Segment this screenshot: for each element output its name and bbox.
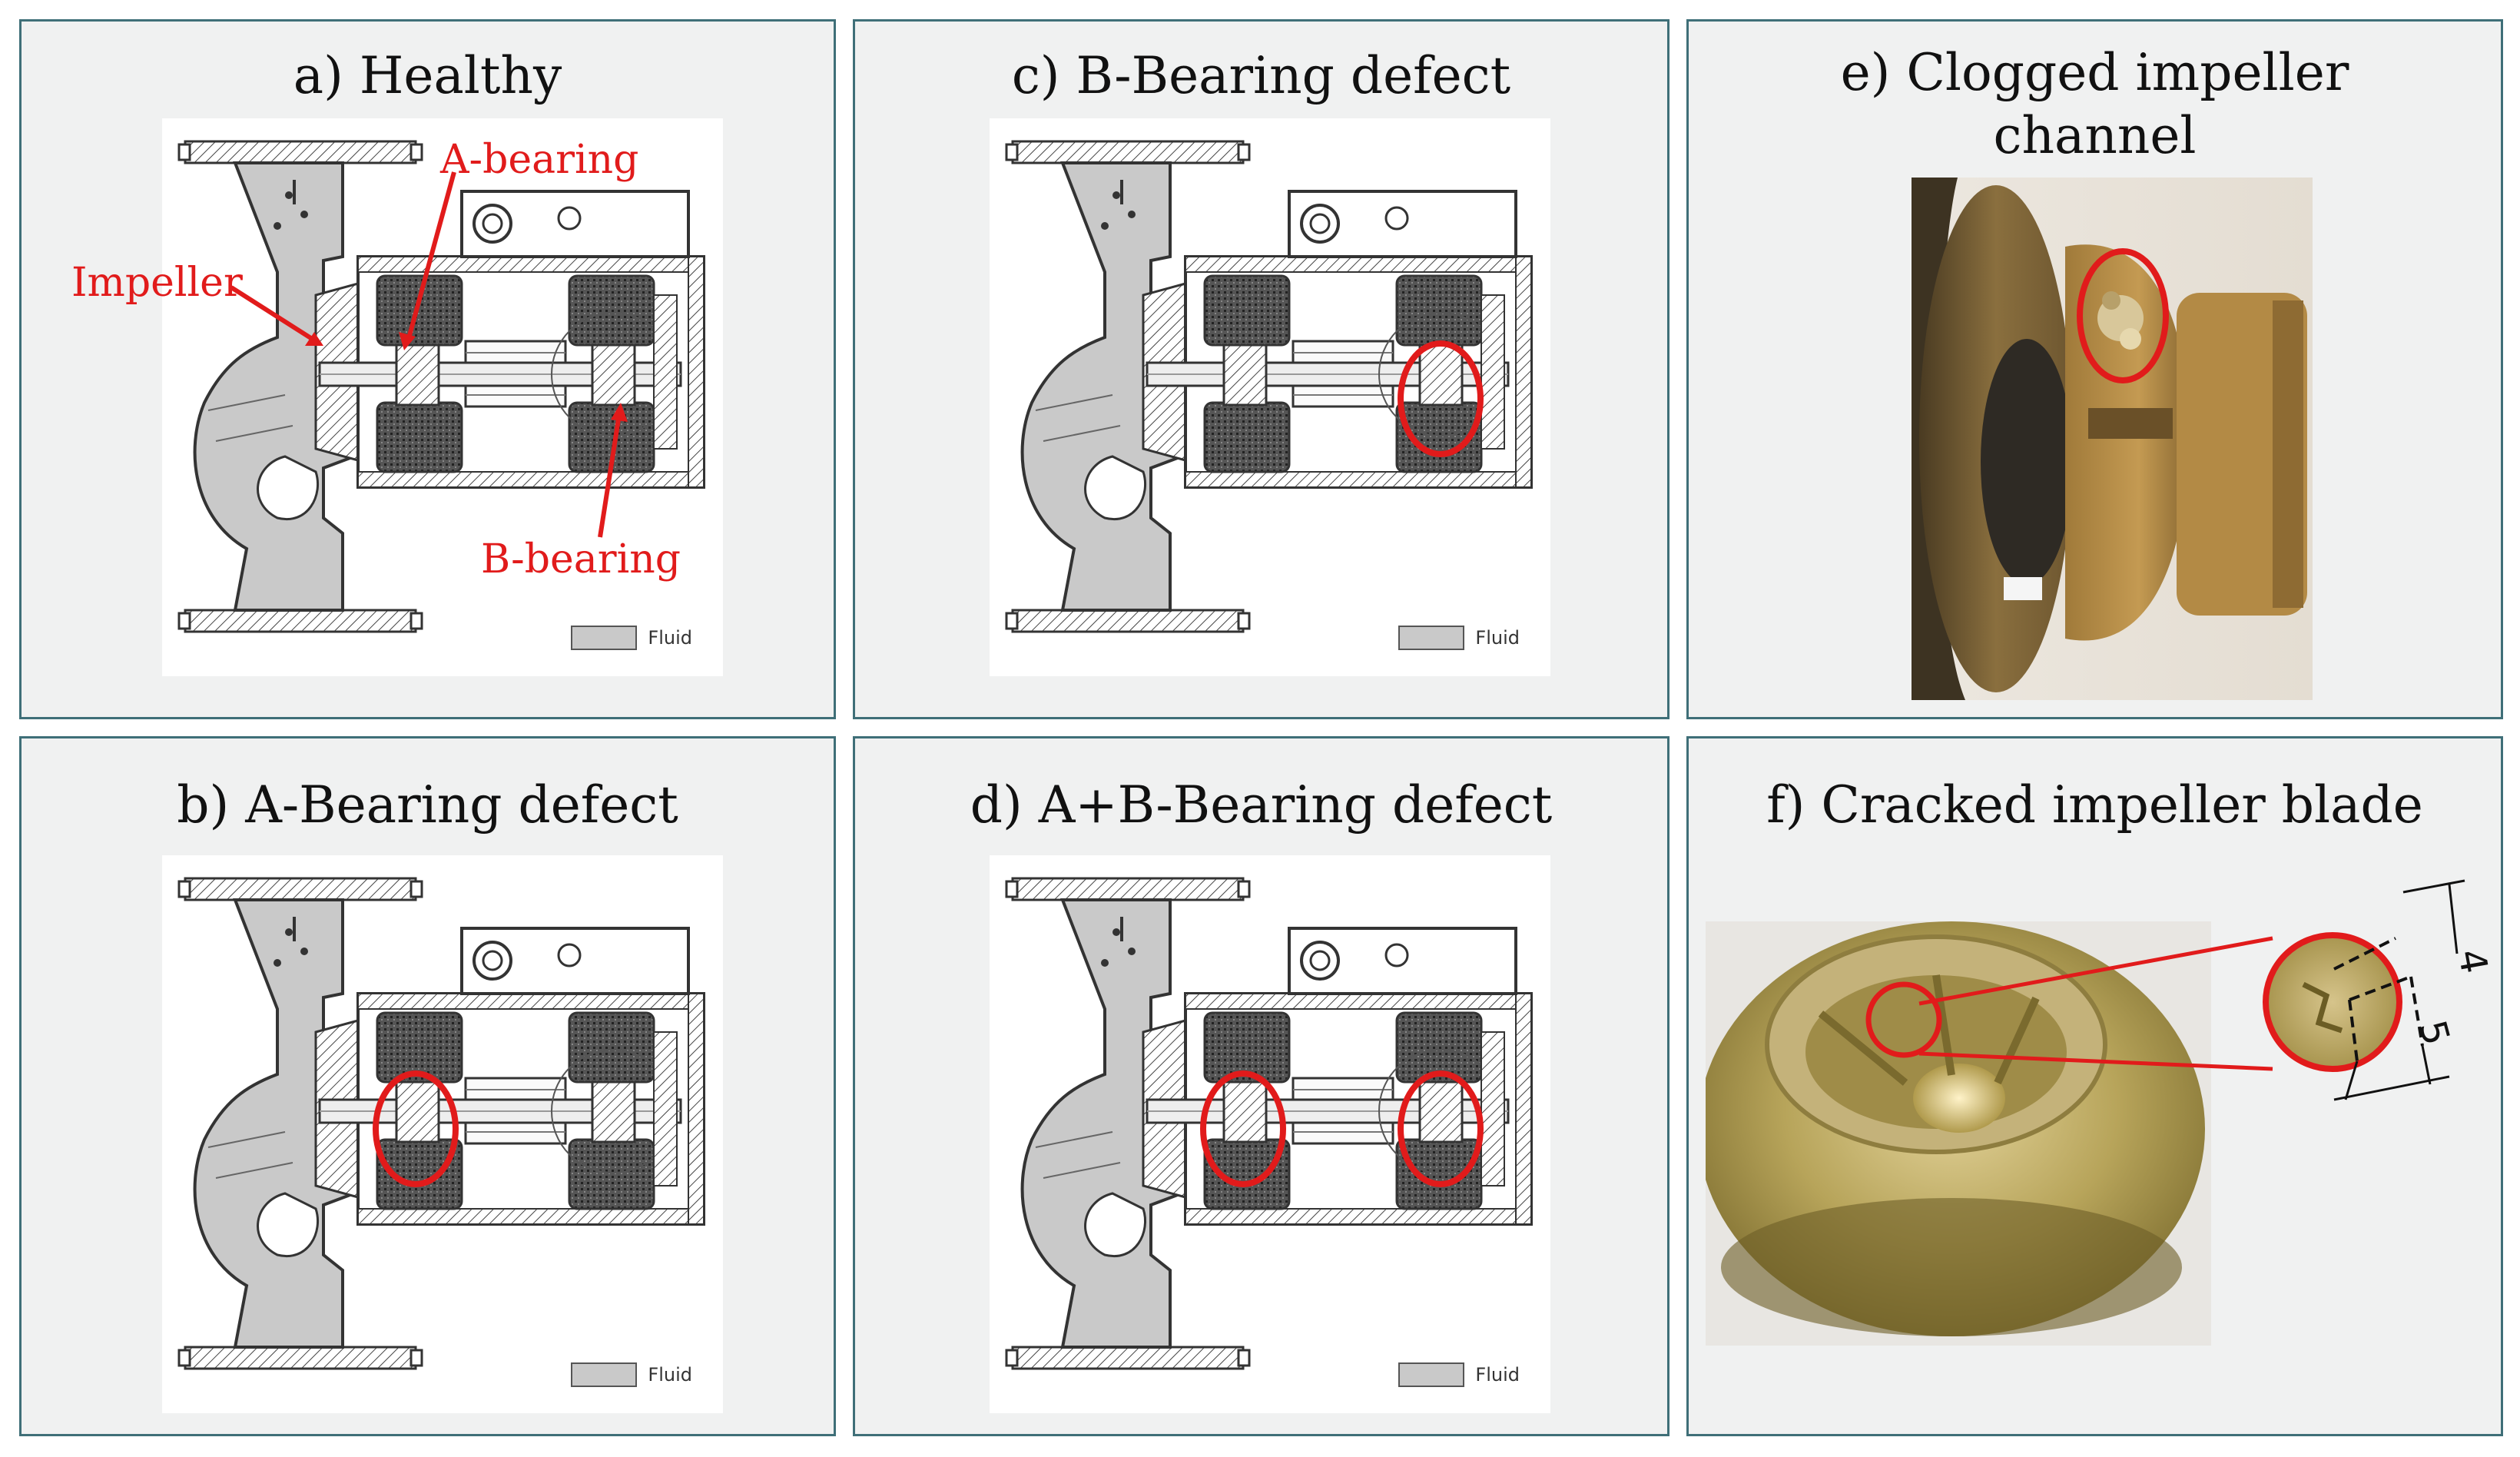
impeller-arrow xyxy=(230,285,317,344)
panel-e-clogged-impeller-channel: e) Clogged impeller channel xyxy=(1686,19,2503,719)
panel-title: d) A+B-Bearing defect xyxy=(970,775,1553,835)
fluid-swatch xyxy=(571,1362,638,1387)
b-bearing-highlight-circle xyxy=(1398,1070,1484,1187)
panel-title: f) Cracked impeller blade xyxy=(1766,775,2423,835)
panel-title: a) Healthy xyxy=(293,46,562,105)
panel-d-ab-bearing-defect: d) A+B-Bearing defect Fluid xyxy=(853,736,1670,1436)
pump-diagram xyxy=(177,140,705,633)
fluid-label: Fluid xyxy=(1475,627,1520,649)
annotation-a-bearing: A-bearing xyxy=(440,137,639,183)
clogged-impeller-photo xyxy=(1912,178,2313,700)
fluid-label: Fluid xyxy=(1475,1364,1520,1386)
annotation-b-bearing: B-bearing xyxy=(481,536,681,582)
fluid-legend: Fluid xyxy=(571,1362,692,1387)
zoom-callout xyxy=(1918,879,2465,1101)
panel-title-line1: e) Clogged impeller xyxy=(1840,43,2349,102)
panel-f-cracked-impeller-blade: f) Cracked impeller blade xyxy=(1686,736,2503,1436)
b-bearing-arrow xyxy=(598,413,622,538)
panel-title-line2: channel xyxy=(1993,106,2197,165)
pump-diagram xyxy=(177,877,705,1370)
zoom-line-bottom xyxy=(1918,1051,2273,1071)
panel-b-a-bearing-defect: b) A-Bearing defect Fluid xyxy=(19,736,836,1436)
dim-line-vertical xyxy=(2448,884,2459,954)
pump-cross-section: Fluid xyxy=(990,855,1550,1413)
cracked-impeller-photo xyxy=(1706,921,2211,1346)
clogged-impeller-image xyxy=(1912,178,2313,700)
panel-c-b-bearing-defect: c) B-Bearing defect Fluid xyxy=(853,19,1670,719)
fluid-legend: Fluid xyxy=(1398,626,1520,650)
fluid-label: Fluid xyxy=(648,627,692,649)
pump-cross-section: Fluid xyxy=(990,118,1550,676)
pump-cross-section: Fluid xyxy=(162,855,723,1413)
fluid-swatch xyxy=(571,626,638,650)
zoom-line-top xyxy=(1918,936,2273,1006)
a-bearing-highlight-circle xyxy=(1200,1070,1286,1187)
fluid-legend: Fluid xyxy=(1398,1362,1520,1387)
fluid-legend: Fluid xyxy=(571,626,692,650)
a-bearing-arrow xyxy=(406,171,456,342)
pump-diagram xyxy=(1005,140,1533,633)
annotation-impeller: Impeller xyxy=(71,260,243,306)
clog-highlight-circle xyxy=(2077,248,2169,383)
pump-cross-section: Fluid xyxy=(162,118,723,676)
fluid-label: Fluid xyxy=(648,1364,692,1386)
crack-highlight-circle xyxy=(1865,981,1942,1058)
a-bearing-highlight-circle xyxy=(373,1070,459,1187)
fluid-swatch xyxy=(1398,1362,1465,1387)
cracked-impeller-image xyxy=(1706,921,2211,1346)
panel-title: c) B-Bearing defect xyxy=(1011,46,1511,105)
dim-line-horizontal xyxy=(2333,1075,2450,1101)
pump-diagram xyxy=(1005,877,1533,1370)
zoomed-crack-circle xyxy=(2263,932,2402,1072)
panel-title: b) A-Bearing defect xyxy=(177,775,678,835)
panel-a-healthy: a) Healthy Fluid A-bearing Impeller B-be… xyxy=(19,19,836,719)
b-bearing-highlight-circle xyxy=(1398,340,1484,457)
fluid-swatch xyxy=(1398,626,1465,650)
